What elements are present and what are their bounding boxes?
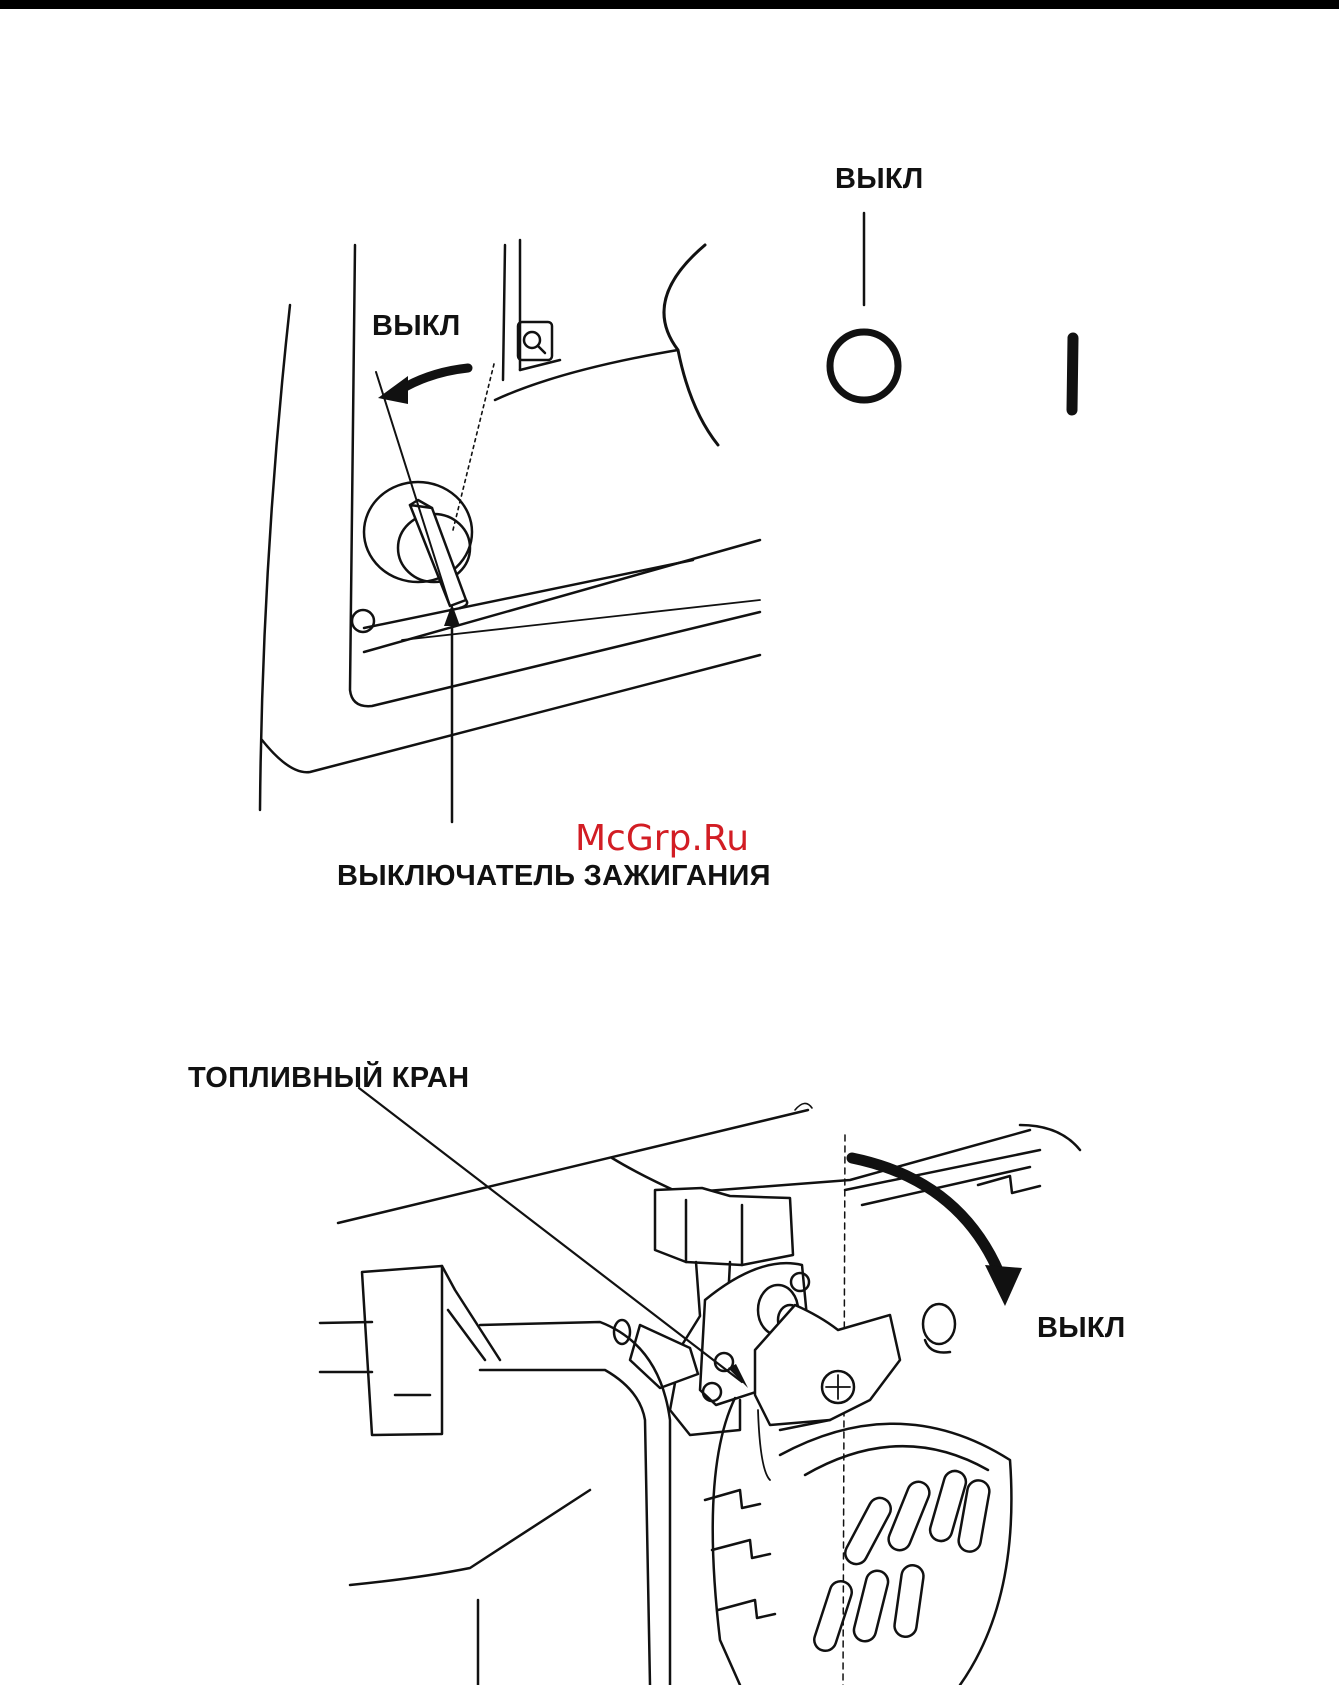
curved-arrow-off-icon — [985, 1265, 1022, 1306]
off-label-arrow: ВЫКЛ — [372, 310, 461, 343]
fuel-valve-body-icon — [614, 1262, 955, 1435]
ignition-switch-label: ВЫКЛЮЧАТЕЛЬ ЗАЖИГАНИЯ — [337, 860, 771, 893]
ignition-knob-icon — [364, 482, 472, 608]
ignition-switch-figure — [260, 213, 1073, 822]
watermark: McGrp.Ru — [575, 818, 749, 859]
off-circle-icon — [830, 332, 898, 400]
up-arrow-icon — [444, 604, 460, 626]
hex-nut-icon — [655, 1188, 793, 1265]
off-label-panel: ВЫКЛ — [835, 163, 924, 196]
fuel-valve-label: ТОПЛИВНЫЙ КРАН — [188, 1062, 469, 1095]
fuel-valve-off-label: ВЫКЛ — [1037, 1312, 1126, 1345]
flywheel-slots-icon — [705, 1424, 1011, 1685]
fuel-valve-figure — [320, 1088, 1080, 1685]
on-bar-icon — [1072, 338, 1073, 410]
